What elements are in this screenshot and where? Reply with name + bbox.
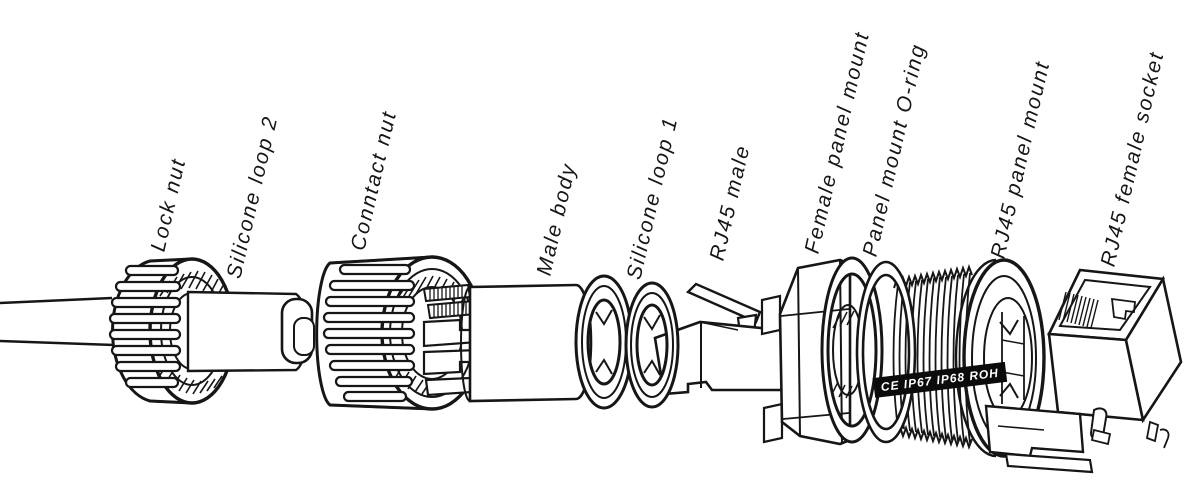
panel-mount-o-ring-drawing	[855, 260, 917, 444]
contact-nut-knurl	[322, 263, 416, 403]
cable-lines	[0, 296, 115, 347]
jack-pin-comb	[1058, 291, 1099, 329]
male-body-front-ring-drawing	[574, 274, 634, 410]
silicone-loop-1-drawing	[624, 281, 680, 409]
rj45-male-drawing	[653, 282, 786, 396]
male-body-drawing	[460, 283, 593, 403]
silicone-loop-2-drawing	[280, 297, 315, 365]
panel-mount-clip-drawing	[984, 404, 1112, 474]
panel-mount-barrel-drawing	[892, 264, 973, 450]
lock-nut-knurl	[108, 264, 182, 389]
hex-bore-hatch	[831, 310, 855, 399]
female-panel-mount-drawing	[760, 256, 884, 446]
rj45-female-socket-drawing	[1046, 268, 1183, 449]
